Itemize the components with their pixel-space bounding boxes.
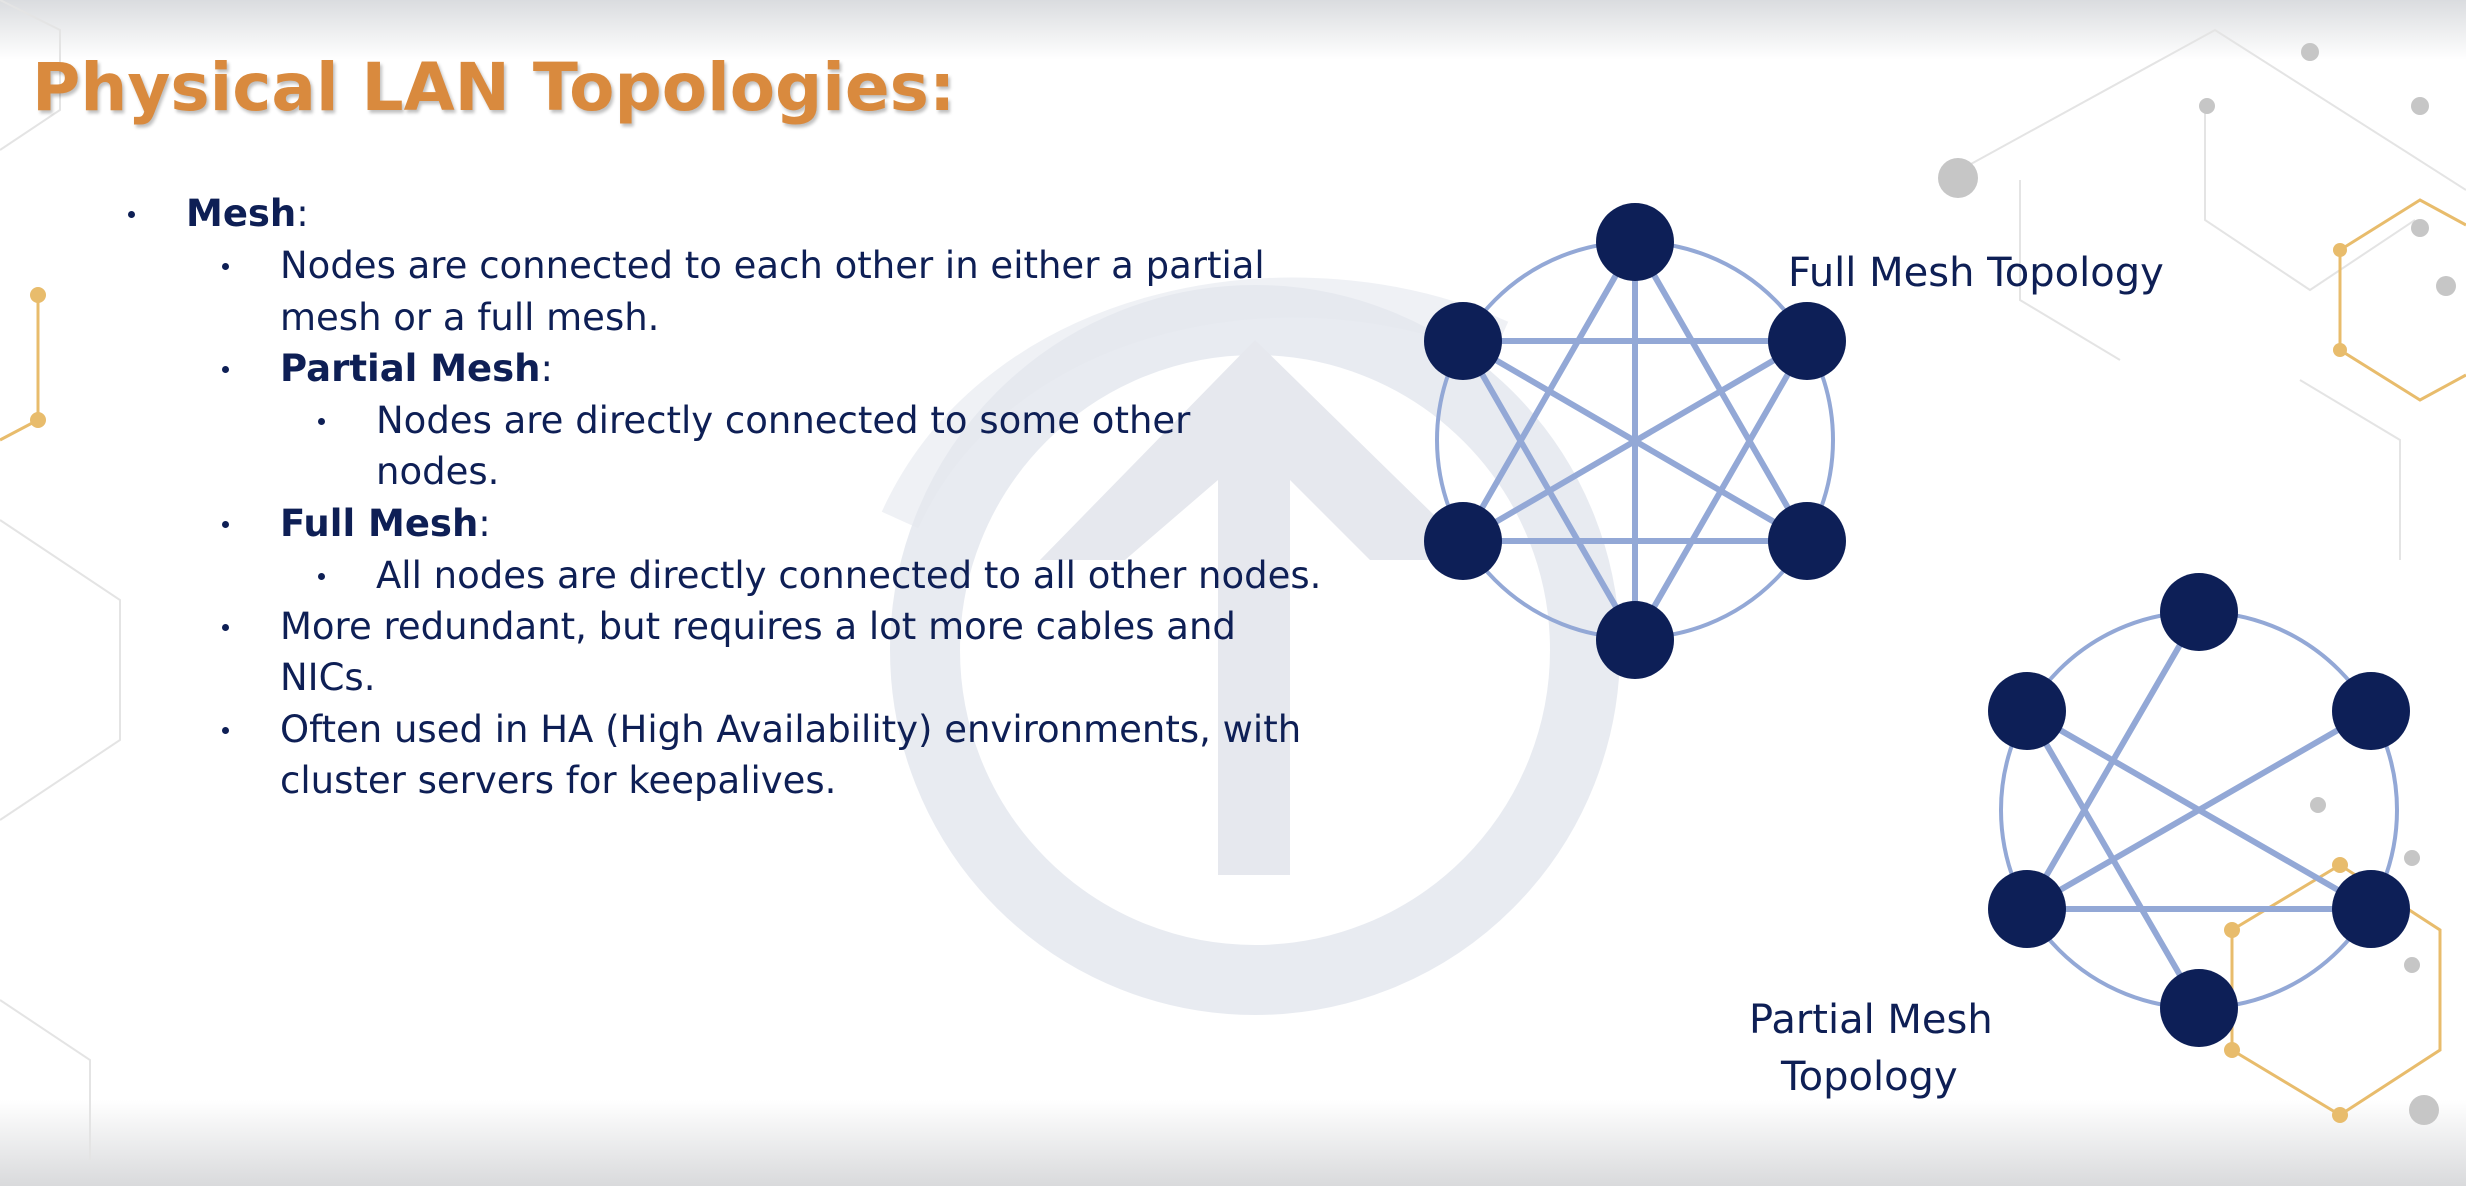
bullet-mesh-rest: : — [296, 192, 309, 235]
mesh-node — [2160, 969, 2238, 1047]
bullet-partial-definition-line2: nodes. — [376, 446, 499, 498]
top-shade — [0, 0, 2466, 60]
bullet-mesh: Mesh: — [186, 188, 309, 240]
bullet-text: nodes. — [376, 450, 500, 493]
bullet-text: All nodes are directly connected to all … — [376, 554, 1322, 597]
bullet-mesh-bold: Mesh — [186, 192, 297, 235]
bullet-full-mesh-bold: Full Mesh — [280, 502, 479, 545]
bullet-ha-line2: cluster servers for keepalives. — [280, 755, 836, 807]
bullet-dot — [318, 573, 325, 580]
mesh-node — [2332, 672, 2410, 750]
mesh-node — [1988, 870, 2066, 948]
mesh-node — [1988, 672, 2066, 750]
mesh-node — [1424, 502, 1502, 580]
bullet-mesh-definition-line2: mesh or a full mesh. — [280, 292, 659, 344]
mesh-node — [2332, 870, 2410, 948]
bullet-full-definition: All nodes are directly connected to all … — [376, 550, 1321, 602]
hexagon-dots — [1938, 43, 2456, 1125]
bullet-partial-mesh-rest: : — [540, 347, 553, 390]
bullet-partial-definition-line1: Nodes are directly connected to some oth… — [376, 395, 1190, 447]
bullet-dot — [128, 211, 135, 218]
bullet-dot — [222, 521, 229, 528]
watermark-logo — [881, 277, 1620, 1015]
partial-mesh-nodes — [1988, 573, 2410, 1047]
mesh-node — [2160, 573, 2238, 651]
full-mesh-caption: Full Mesh Topology — [1788, 250, 2164, 296]
bullet-dot — [222, 624, 229, 631]
bullet-partial-mesh-bold: Partial Mesh — [280, 347, 541, 390]
mesh-node — [1424, 302, 1502, 380]
mesh-node — [1768, 502, 1846, 580]
bullet-text: mesh or a full mesh. — [280, 296, 660, 339]
partial-mesh-caption-line1: Partial Mesh — [1749, 997, 1993, 1043]
bullet-text: Often used in HA (High Availability) env… — [280, 708, 1302, 751]
bullet-dot — [318, 418, 325, 425]
watermark-arrow — [1040, 340, 1480, 875]
partial-mesh-caption-line2: Topology — [1781, 1054, 1958, 1100]
bullet-text: Nodes are connected to each other in eit… — [280, 244, 1265, 287]
bullet-full-mesh: Full Mesh: — [280, 498, 491, 550]
mesh-node — [1596, 601, 1674, 679]
bullet-text: NICs. — [280, 656, 376, 699]
bullet-text: More redundant, but requires a lot more … — [280, 605, 1236, 648]
bullet-mesh-definition-line1: Nodes are connected to each other in eit… — [280, 240, 1265, 292]
full-mesh-nodes — [1424, 203, 1846, 679]
bullet-dot — [222, 727, 229, 734]
bullet-redundant-line2: NICs. — [280, 652, 375, 704]
bullet-ha-line1: Often used in HA (High Availability) env… — [280, 704, 1301, 756]
hexagon-dots-gold — [30, 243, 2348, 1123]
mesh-link — [1632, 338, 1810, 643]
mesh-node — [1768, 302, 1846, 380]
bullet-dot — [222, 366, 229, 373]
bullet-dot — [222, 263, 229, 270]
bullet-text: Nodes are directly connected to some oth… — [376, 399, 1191, 442]
bullet-text: cluster servers for keepalives. — [280, 759, 837, 802]
bottom-shade — [0, 1100, 2466, 1186]
hexagon-pattern — [0, 0, 2466, 1160]
bullet-full-mesh-rest: : — [478, 502, 491, 545]
bullet-partial-mesh: Partial Mesh: — [280, 343, 553, 395]
full-mesh-links — [1460, 239, 1810, 643]
partial-mesh-links — [2024, 609, 2374, 1011]
mesh-link — [1460, 338, 1810, 544]
bullet-redundant-line1: More redundant, but requires a lot more … — [280, 601, 1236, 653]
mesh-link — [2024, 708, 2374, 912]
slide-title: Physical LAN Topologies: — [32, 49, 956, 126]
mesh-node — [1596, 203, 1674, 281]
